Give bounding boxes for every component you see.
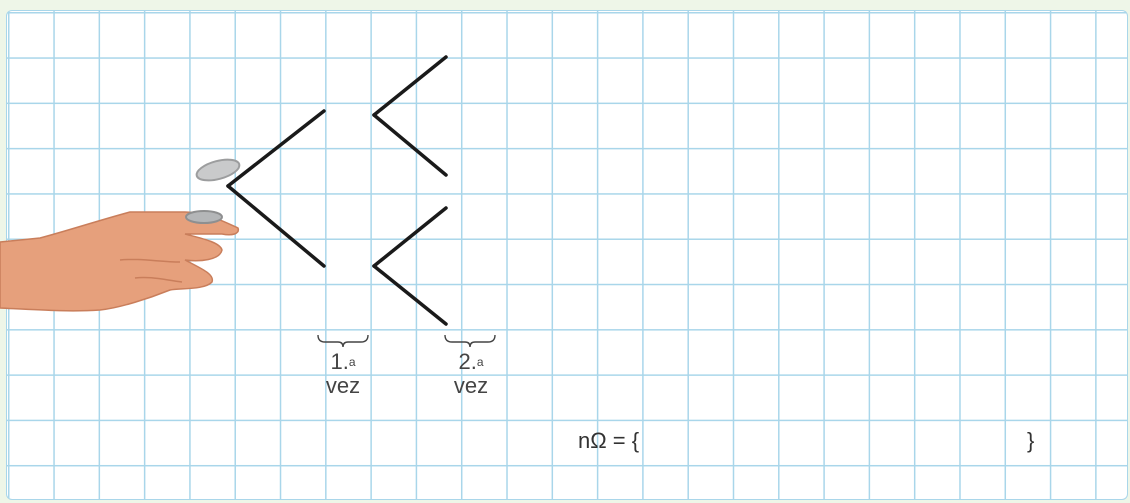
label-second-ordinal: a — [476, 355, 484, 369]
sample-space-close-brace: } — [1027, 428, 1035, 453]
label-second-number: 2. — [458, 349, 477, 374]
branch-2a-down — [372, 113, 448, 177]
label-first-word: vez — [325, 373, 361, 398]
sample-space-formula: nΩ = { — [578, 428, 640, 453]
label-first-time: 1.a vez — [313, 350, 373, 398]
coin-icon — [185, 210, 223, 224]
coin-icon — [195, 158, 241, 182]
label-first-number: 1. — [330, 349, 349, 374]
hand-tossing-coin-icon — [0, 158, 241, 312]
branch-2b-up — [372, 206, 448, 268]
label-second-word: vez — [453, 373, 489, 398]
branch-1-down — [226, 184, 326, 268]
branch-2a-up — [372, 55, 448, 117]
brace-first — [317, 334, 369, 348]
brace-second — [444, 334, 496, 348]
branch-2b-down — [372, 264, 448, 326]
label-second-time: 2.a vez — [441, 350, 501, 398]
branch-1-up — [226, 109, 326, 188]
grid-paper — [6, 10, 1128, 500]
label-first-ordinal: a — [348, 355, 356, 369]
